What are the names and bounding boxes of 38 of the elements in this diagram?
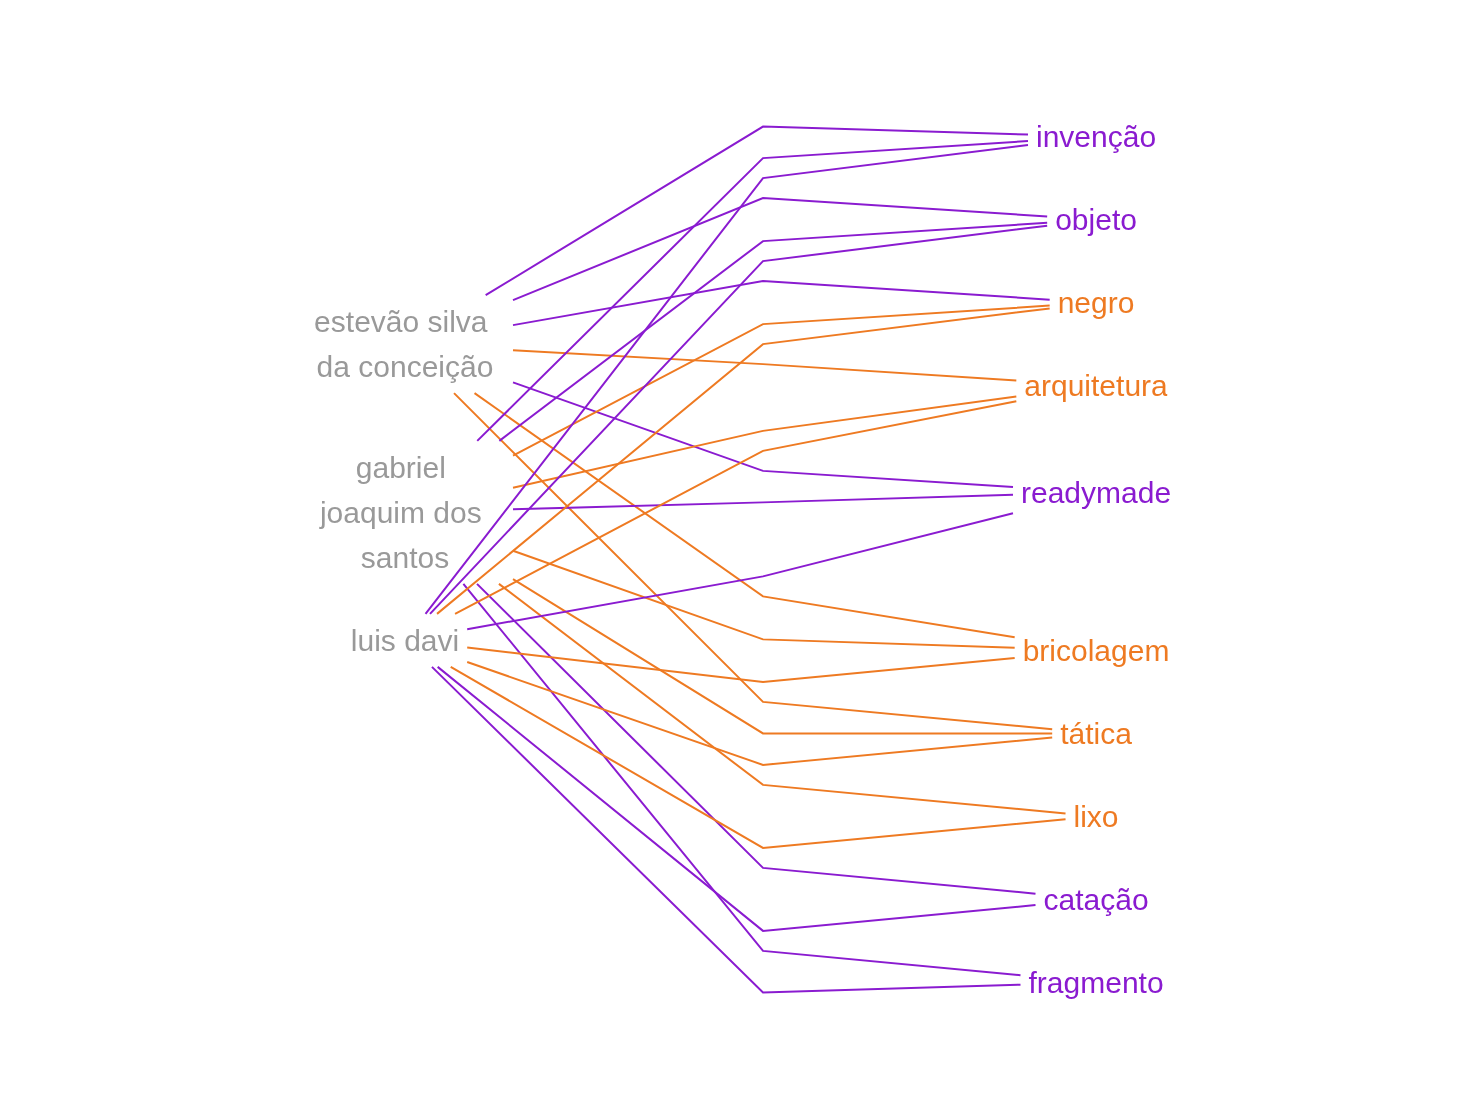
connector (498, 221, 1049, 442)
connector (512, 304, 1052, 457)
connector (476, 140, 1030, 442)
connector (512, 197, 1049, 302)
connector (437, 665, 1037, 932)
node-text: objeto (1055, 203, 1138, 237)
connector (512, 549, 1017, 649)
connector (498, 582, 1067, 815)
connector (512, 349, 1018, 382)
node-text: readymade (1021, 475, 1172, 509)
connector (425, 144, 1030, 615)
connector (512, 280, 1052, 327)
node-text: gabriel joaquim dos santos (320, 450, 483, 574)
node-text: luis davi (351, 623, 460, 657)
node-text: arquitetura (1024, 369, 1169, 403)
node-text: catação (1043, 882, 1150, 916)
node-text: estevão silva da conceição (314, 305, 494, 384)
connector (512, 493, 1015, 511)
node-text: bricolagem (1023, 633, 1170, 667)
node-text: negro (1058, 286, 1135, 320)
connector (485, 125, 1030, 297)
node-text: tática (1060, 716, 1133, 750)
connector (466, 646, 1017, 683)
connector (474, 392, 1017, 639)
connector (431, 665, 1022, 994)
connector (429, 224, 1049, 615)
connector (462, 582, 1022, 977)
connector (466, 512, 1015, 631)
connector (450, 665, 1067, 849)
connector (476, 582, 1037, 895)
connector (466, 661, 1054, 766)
connector (512, 578, 1054, 735)
node-text: invenção (1036, 120, 1157, 154)
connector (436, 307, 1052, 615)
connector (454, 400, 1018, 615)
node-text: fragmento (1028, 965, 1165, 999)
connector (453, 392, 1054, 731)
node-text: lixo (1073, 799, 1120, 833)
